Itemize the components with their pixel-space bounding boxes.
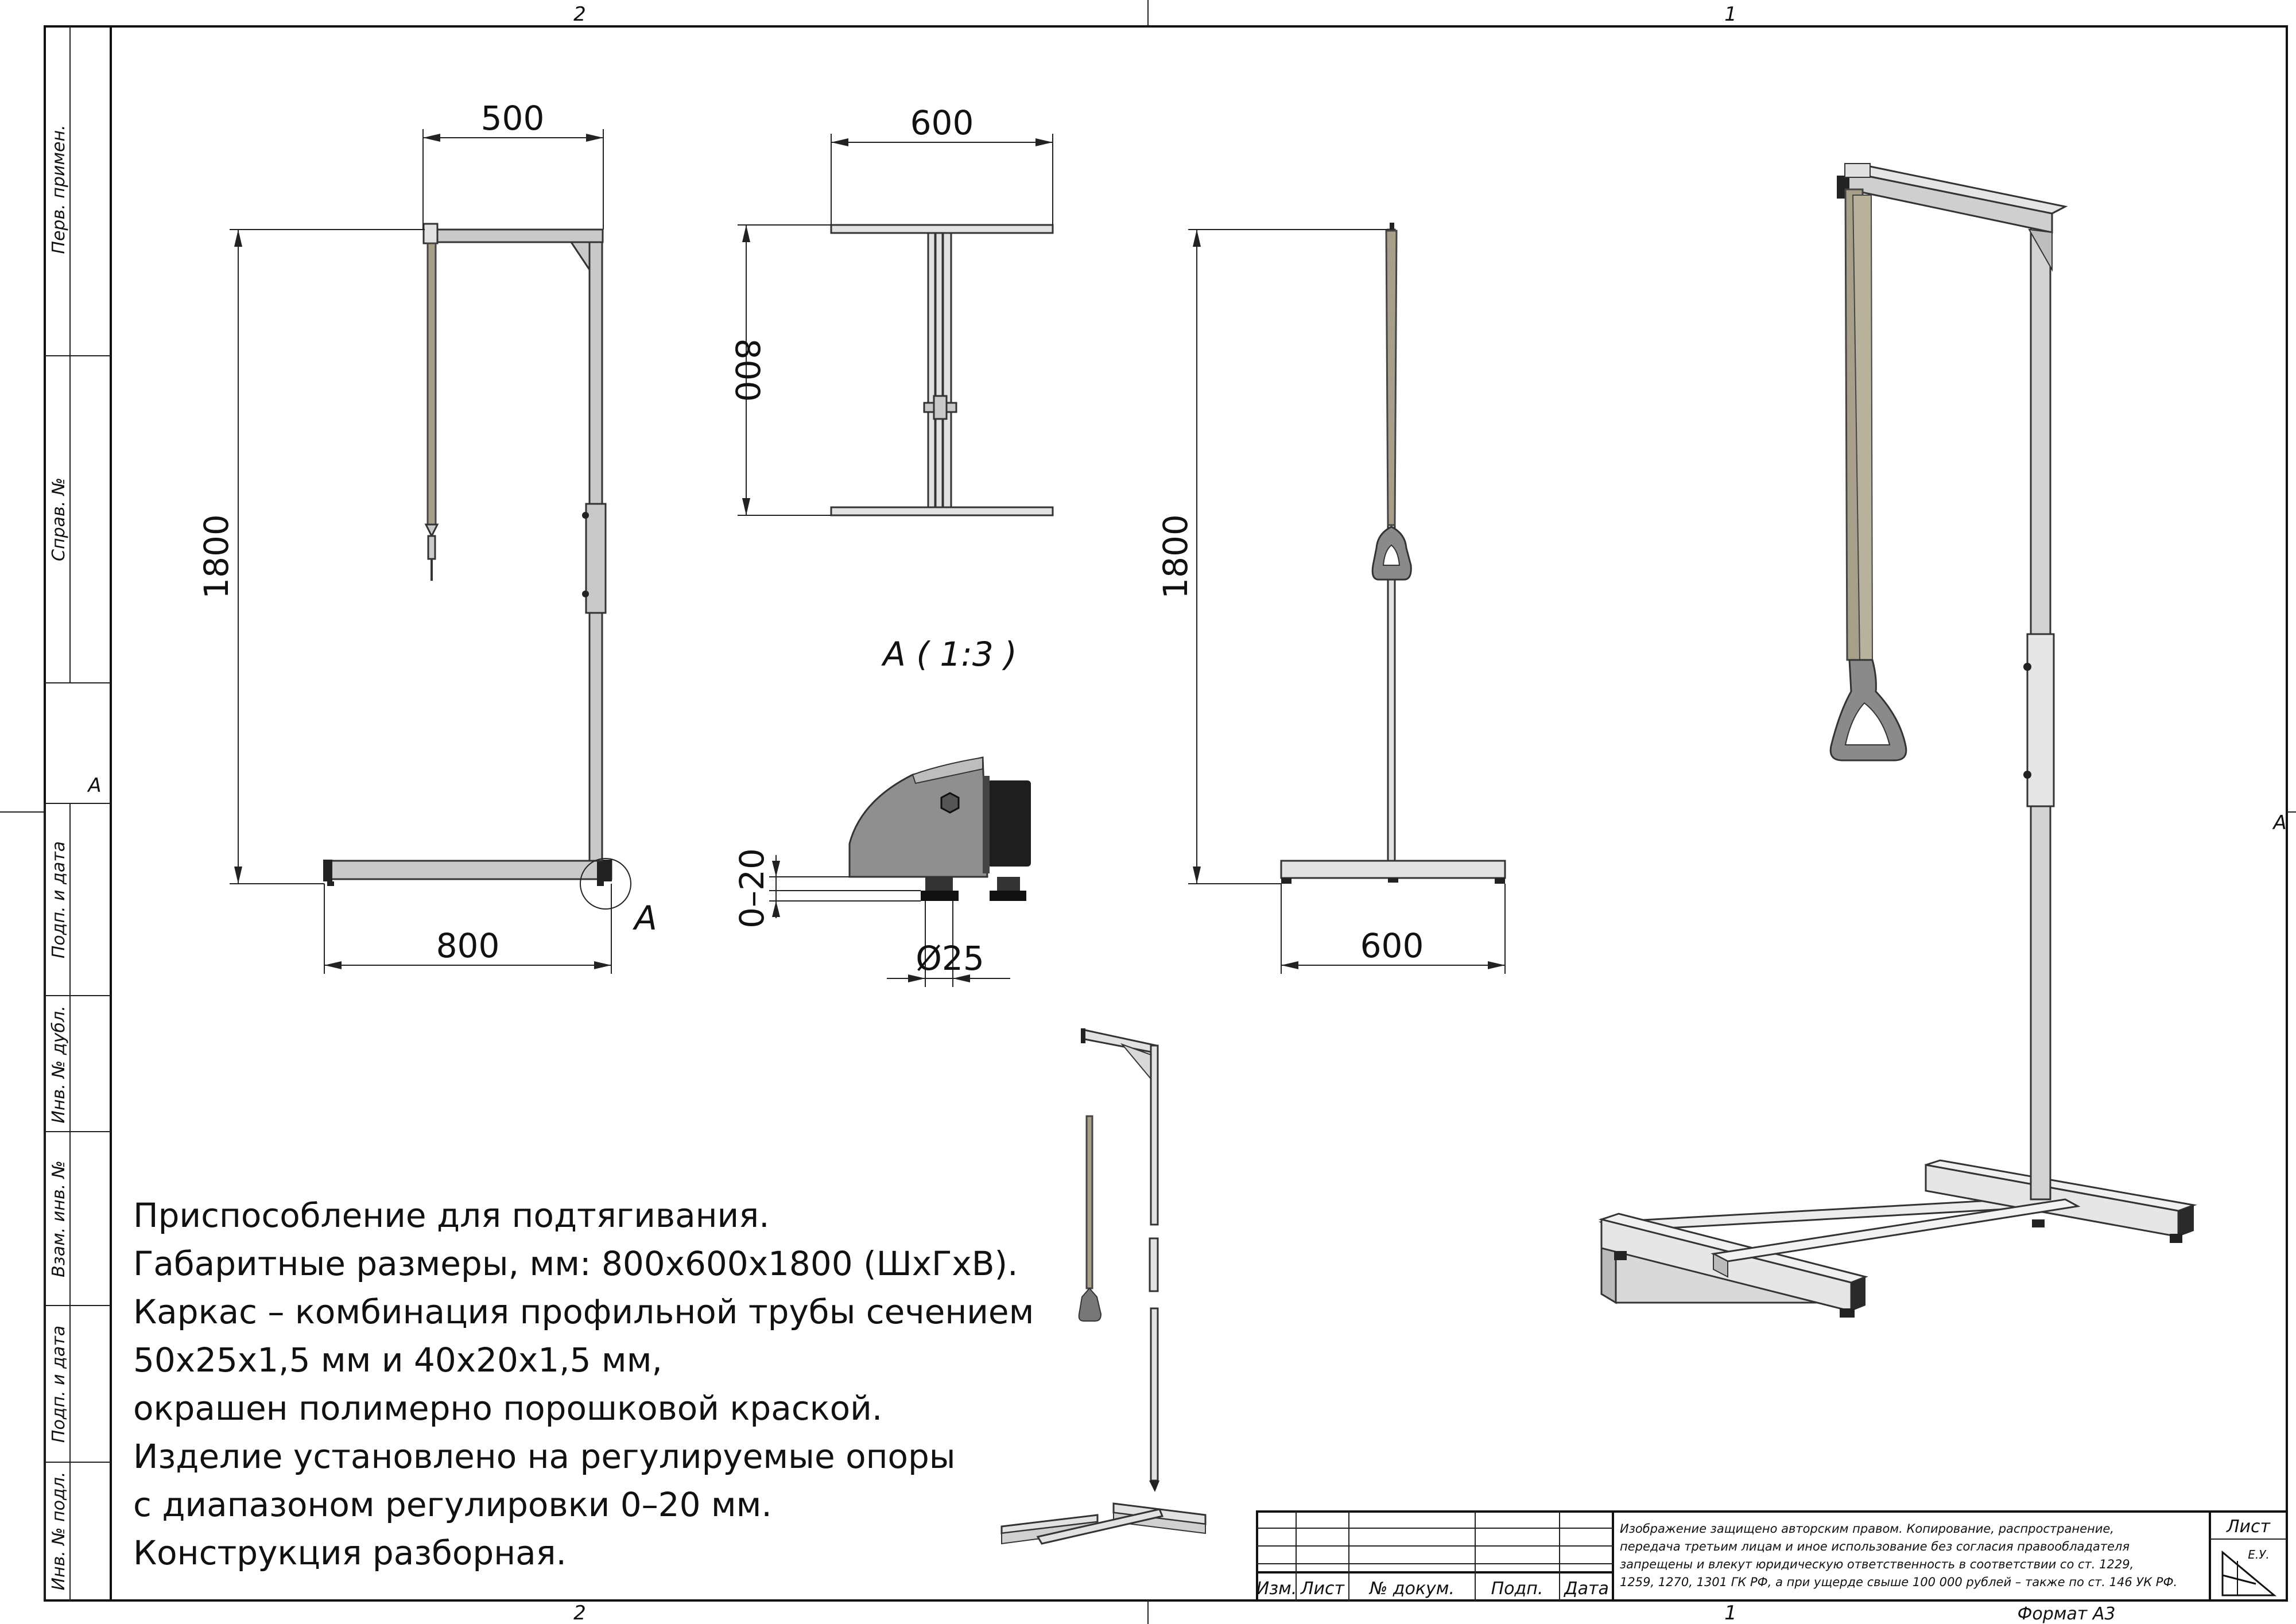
note-line-2: Габаритные размеры, мм: 800x600x1800 (Шx…	[133, 1244, 1018, 1283]
side-stamp-field-7: Инв. № подл.	[49, 1472, 69, 1591]
logo-initials: Е.У.	[2248, 1548, 2270, 1561]
zone-top-left: 2	[573, 3, 586, 26]
note-line-7: с диапазоном регулировки 0–20 мм.	[133, 1485, 772, 1524]
front-width-dimension: 500	[481, 99, 545, 138]
side-stamp	[44, 25, 112, 1602]
side-stamp-field-4: Инв. № дубл.	[49, 1005, 69, 1123]
detail-diameter-dimension: Ø25	[916, 939, 984, 978]
side-stamp-field-6: Подп. и дата	[49, 1326, 69, 1443]
detail-marker-label: A	[632, 899, 657, 938]
side-base-dimension: 600	[1360, 926, 1424, 965]
top-depth-dimension: 800	[728, 339, 767, 402]
tb-header-change: Изм.	[1256, 1579, 1297, 1599]
tb-header-doc-number: № докум.	[1368, 1579, 1455, 1599]
detail-view	[769, 756, 1031, 987]
copyright-line-3: запрещены и влекут юридическую ответстве…	[1620, 1557, 2134, 1571]
tb-header-date: Дата	[1563, 1579, 1609, 1599]
top-width-dimension: 600	[910, 103, 974, 142]
title-block	[1256, 1510, 2288, 1602]
zone-top-right: 1	[1724, 3, 1737, 26]
note-line-3: Каркас – комбинация профильной трубы сеч…	[133, 1292, 1034, 1331]
detail-adjust-dimension: 0–20	[732, 848, 771, 928]
side-stamp-field-2: Справ. №	[49, 477, 69, 561]
notes-block: Приспособление для подтягивания. Габарит…	[133, 1196, 1034, 1572]
copyright-line-1: Изображение защищено авторским правом. К…	[1620, 1522, 2114, 1536]
note-line-6: Изделие установлено на регулируемые опор…	[133, 1437, 956, 1476]
side-stamp-field-3: Подп. и дата	[49, 841, 69, 958]
note-line-4: 50x25x1,5 мм и 40x20x1,5 мм,	[133, 1341, 662, 1380]
front-base-dimension: 800	[436, 926, 500, 965]
tb-header-signature: Подп.	[1491, 1579, 1543, 1599]
side-stamp-field-5: Взам. инв. №	[49, 1160, 69, 1277]
detail-title: A ( 1:3 )	[881, 635, 1017, 674]
top-view	[738, 134, 1054, 516]
isometric-view	[1598, 163, 2197, 1318]
zone-right-mid: A	[2272, 811, 2286, 834]
exploded-view	[1000, 1028, 1207, 1545]
side-height-dimension: 1800	[1156, 514, 1195, 599]
tb-sheet-label: Лист	[2226, 1517, 2271, 1537]
note-line-5: окрашен полимерно порошковой краской.	[133, 1389, 882, 1428]
front-view	[230, 129, 631, 974]
logo-triangle-icon	[2221, 1550, 2277, 1596]
tb-header-sheet: Лист	[1300, 1579, 1345, 1599]
note-line-8: Конструкция разборная.	[133, 1533, 567, 1572]
front-height-dimension: 1800	[197, 514, 236, 599]
sheet-format: Формат А3	[2018, 1604, 2116, 1624]
zone-bottom-right: 1	[1724, 1602, 1737, 1624]
side-view	[1188, 223, 1506, 974]
note-line-1: Приспособление для подтягивания.	[133, 1196, 770, 1235]
zone-bottom-left: 2	[573, 1602, 586, 1624]
copyright-line-2: передача третьим лицам и иное использова…	[1620, 1540, 2130, 1553]
copyright-line-4: 1259, 1270, 1301 ГК РФ, а при ущерде свы…	[1620, 1575, 2177, 1589]
zone-left-mid: A	[87, 774, 101, 797]
side-stamp-field-1: Перв. примен.	[49, 125, 69, 254]
